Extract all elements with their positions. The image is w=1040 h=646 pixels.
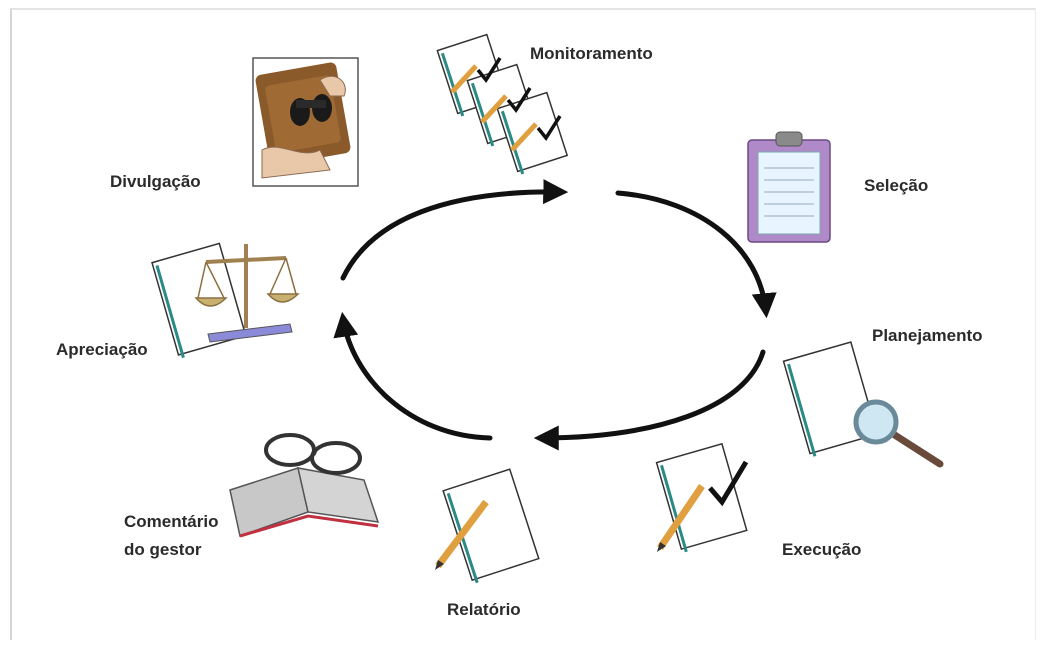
checklist-pages-icon [436, 33, 569, 175]
label-planejamento: Planejamento [872, 326, 983, 345]
document-check-pencil-icon [655, 442, 749, 553]
book-glasses-icon [229, 433, 380, 538]
image-frame [10, 8, 1036, 640]
binoculars-photo-icon [252, 57, 359, 187]
clipboard-icon [747, 131, 831, 243]
scales-icon [151, 242, 300, 359]
document-pencil-icon [435, 468, 540, 584]
label-monitoramento: Monitoramento [530, 44, 653, 63]
document-magnifier-icon [782, 341, 944, 468]
arrow-bottom-left [333, 311, 493, 441]
label-execucao: Execução [782, 540, 862, 559]
label-apreciacao: Apreciação [56, 340, 148, 359]
label-relatorio: Relatório [447, 600, 521, 619]
arrow-top-right [615, 190, 777, 319]
label-comentario-line2: do gestor [124, 540, 202, 559]
label-divulgacao: Divulgação [110, 172, 201, 191]
label-selecao: Seleção [864, 176, 929, 195]
arrow-top-left [340, 179, 569, 281]
label-comentario-line1: Comentário [124, 512, 219, 531]
cycle-arrows [333, 179, 777, 451]
arrow-bottom-right [533, 349, 766, 451]
